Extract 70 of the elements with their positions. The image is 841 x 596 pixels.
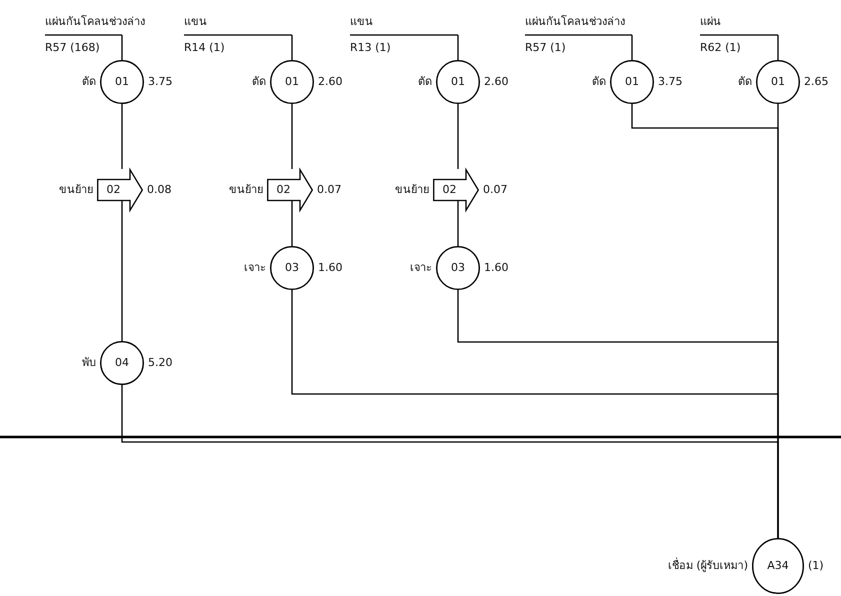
- connector-line: [457, 200, 459, 246]
- operation-number: 01: [770, 75, 786, 89]
- time-value: 2.60: [484, 75, 508, 89]
- time-value: 5.20: [148, 356, 172, 370]
- operation-number: 01: [114, 75, 130, 89]
- connector-line: [777, 104, 779, 538]
- material-name: แผ่น: [700, 14, 721, 30]
- time-value: 0.07: [483, 183, 508, 197]
- connector-line: [121, 200, 123, 341]
- operation-number: 04: [114, 356, 130, 370]
- operation-number: 01: [284, 75, 300, 89]
- time-value: 0.07: [317, 183, 342, 197]
- time-value: 2.65: [804, 75, 828, 89]
- connector-line: [777, 34, 779, 60]
- time-value: 0.08: [147, 183, 172, 197]
- operation-circle: [270, 60, 314, 104]
- part-code: R57 (1): [525, 41, 566, 54]
- connector-line: [291, 104, 293, 169]
- material-name: แขน: [350, 14, 373, 30]
- operation-circle: [270, 246, 314, 290]
- material-name: แผ่นกันโคลนช่วงล่าง: [525, 14, 625, 30]
- operation-circle: [436, 246, 480, 290]
- operation-name: ขนย้าย: [59, 183, 93, 197]
- material-name: แผ่นกันโคลนช่วงล่าง: [45, 14, 145, 30]
- transport-arrow: [97, 169, 143, 211]
- part-code: R14 (1): [184, 41, 225, 54]
- operation-circle: [752, 538, 804, 594]
- connector-line: [121, 104, 123, 169]
- operation-name: ตัด: [592, 75, 606, 89]
- operation-circle: [100, 60, 144, 104]
- operation-number: 03: [284, 261, 300, 275]
- connector-line: [457, 104, 459, 169]
- time-value: 3.75: [148, 75, 172, 89]
- part-code: R13 (1): [350, 41, 391, 54]
- operation-name: พับ: [82, 356, 96, 370]
- operation-circle: [610, 60, 654, 104]
- connector-line: [291, 200, 293, 246]
- operation-name: ตัด: [252, 75, 266, 89]
- part-code: R62 (1): [700, 41, 741, 54]
- operation-name: ตัด: [82, 75, 96, 89]
- time-value: 1.60: [484, 261, 508, 275]
- connector-line: [291, 34, 293, 60]
- connector-line: [121, 34, 123, 60]
- transport-arrow: [267, 169, 313, 211]
- time-value: 2.60: [318, 75, 342, 89]
- operation-number: A34: [766, 559, 790, 573]
- connector-line: [457, 34, 459, 60]
- operation-name: ขนย้าย: [395, 183, 429, 197]
- operation-number: 01: [450, 75, 466, 89]
- operation-circle: [436, 60, 480, 104]
- operation-name: เชื่อม (ผู้รับเหมา): [668, 559, 748, 573]
- operation-name: ขนย้าย: [229, 183, 263, 197]
- operation-name: เจาะ: [410, 261, 432, 275]
- material-name: แขน: [184, 14, 207, 30]
- connector-line: [631, 34, 633, 60]
- operation-number: 02: [106, 183, 122, 197]
- time-value: 3.75: [658, 75, 682, 89]
- time-value: (1): [808, 559, 824, 573]
- operation-number: 02: [442, 183, 458, 197]
- operation-circle: [100, 341, 144, 385]
- operation-name: เจาะ: [244, 261, 266, 275]
- time-value: 1.60: [318, 261, 342, 275]
- operation-number: 03: [450, 261, 466, 275]
- operation-name: ตัด: [418, 75, 432, 89]
- operation-number: 01: [624, 75, 640, 89]
- transport-arrow: [433, 169, 479, 211]
- part-code: R57 (168): [45, 41, 100, 54]
- operation-name: ตัด: [738, 75, 752, 89]
- operation-number: 02: [276, 183, 292, 197]
- operation-circle: [756, 60, 800, 104]
